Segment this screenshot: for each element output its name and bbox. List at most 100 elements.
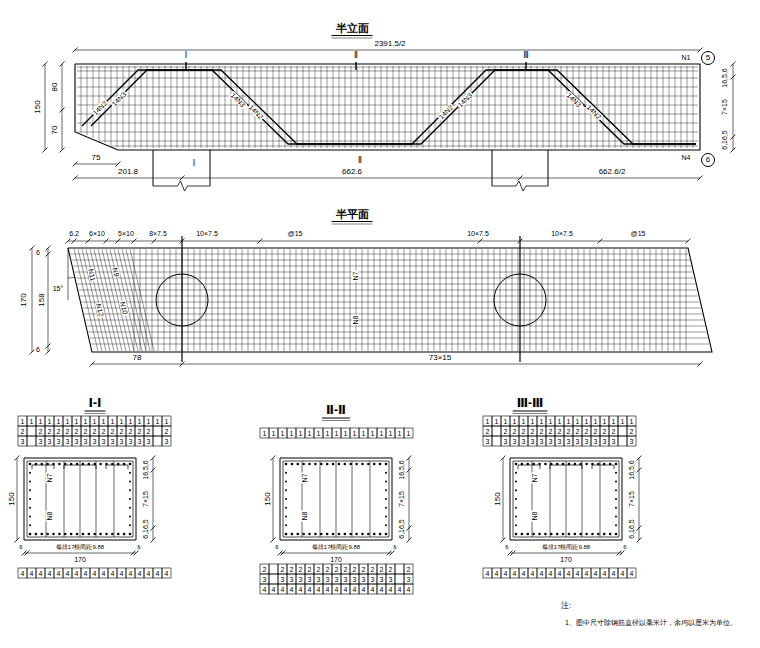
table-cell: 4 [576, 570, 580, 577]
rebar-grid [194, 249, 195, 351]
table-cell-border [90, 416, 99, 426]
callout-number: 6 [706, 156, 710, 164]
rebar-label: N8 [352, 315, 359, 326]
dimension-tick [271, 456, 276, 461]
rebar-grid [296, 249, 297, 351]
drawing-group [15, 36, 736, 595]
rebar-grid [303, 66, 304, 148]
rebar-grid [339, 66, 340, 148]
dimension-line [273, 458, 274, 540]
title-underline [85, 413, 106, 414]
rebar-dot [129, 507, 131, 509]
table-cell: 2 [380, 566, 384, 573]
section-mark: Ⅱ [357, 157, 363, 165]
rebar-dot [361, 533, 364, 536]
table-cell: 4 [75, 570, 79, 577]
table-cell-border [591, 436, 600, 446]
dimension-text: 6 [35, 346, 41, 353]
dimension-text: 7×15 [721, 98, 728, 116]
table-cell-border [492, 426, 501, 436]
rebar-grid [645, 66, 646, 148]
table-cell: 4 [156, 570, 160, 577]
rebar-grid [70, 254, 688, 255]
table-cell-border [314, 574, 323, 584]
rebar-grid [80, 296, 698, 297]
table-cell-border [260, 428, 269, 438]
rebar-grid [675, 66, 676, 148]
table-cell: 4 [326, 586, 330, 593]
rebar-dot [296, 533, 299, 536]
rebar-grid [350, 249, 351, 351]
table-cell: 4 [21, 570, 25, 577]
rebar-label: 14N2 [91, 99, 109, 117]
table-cell: 3 [353, 576, 357, 583]
table-cell: 2 [308, 566, 312, 573]
rebar-dot [591, 533, 594, 536]
dimension-line [45, 64, 46, 150]
table-cell-border [117, 416, 126, 426]
table-cell-border [126, 568, 135, 578]
table-cell-border [269, 574, 278, 584]
table-cell-border [27, 436, 36, 446]
table-cell-border [609, 426, 618, 436]
rebar-dot [320, 533, 323, 536]
table-cell-border [368, 564, 377, 574]
table-cell-border [519, 568, 528, 578]
table-cell: 4 [362, 586, 366, 593]
dimension-tick [598, 239, 603, 244]
rebar-grid [471, 66, 472, 148]
table-cell-border [359, 574, 368, 584]
rebar-dot [129, 481, 131, 483]
skew-rebar [130, 249, 154, 351]
rebar-grid [464, 249, 465, 351]
rebar-dot [29, 516, 31, 518]
dimension-tick [151, 468, 156, 473]
rebar-grid [338, 249, 339, 351]
rebar-dot [385, 524, 387, 526]
table-cell-border [153, 416, 162, 426]
rebar-grid [110, 146, 698, 147]
dimension-text: @15 [287, 230, 304, 237]
rebar-dot [361, 463, 364, 466]
table-cell: 3 [263, 576, 267, 583]
dimension-tick [73, 48, 78, 53]
rebar-grid [81, 66, 82, 133]
table-cell: 1 [66, 418, 70, 425]
rebar-grid [77, 67, 698, 68]
table-cell: 1 [389, 430, 393, 437]
rebar-grid [392, 249, 393, 351]
rebar-grid [333, 66, 334, 148]
rebar-dot [385, 507, 387, 509]
rebar-grid [176, 249, 177, 351]
dimension-tick [698, 362, 703, 367]
rebar-grid [560, 249, 561, 351]
rebar-dot [615, 524, 617, 526]
rebar-grid [632, 249, 633, 351]
table-cell-border [600, 416, 609, 426]
rebar-dot [344, 463, 347, 466]
rebar-grid [483, 66, 484, 148]
stirrup-leg [582, 461, 583, 537]
table-cell: 2 [504, 428, 508, 435]
rebar-dot [355, 463, 358, 466]
table-cell: 3 [504, 438, 508, 445]
table-cell-border [537, 416, 546, 426]
rebar-dot [285, 481, 287, 483]
dimension-tick [407, 526, 412, 531]
rebar-dot [556, 533, 559, 536]
rebar-grid [669, 66, 670, 148]
rebar-dot [76, 533, 79, 536]
table-cell: 2 [48, 428, 52, 435]
rebar-grid [357, 66, 358, 148]
skew-rebar [106, 249, 130, 351]
rebar-grid [650, 249, 651, 351]
dimension-line [62, 64, 63, 150]
rebar-grid [404, 249, 405, 351]
table-cell-border [582, 426, 591, 436]
rebar-dot [521, 533, 524, 536]
table-cell: 2 [129, 428, 133, 435]
rebar-dot [29, 524, 31, 526]
table-cell: 4 [263, 586, 267, 593]
table-cell: 3 [93, 438, 97, 445]
table-cell-border [573, 436, 582, 446]
